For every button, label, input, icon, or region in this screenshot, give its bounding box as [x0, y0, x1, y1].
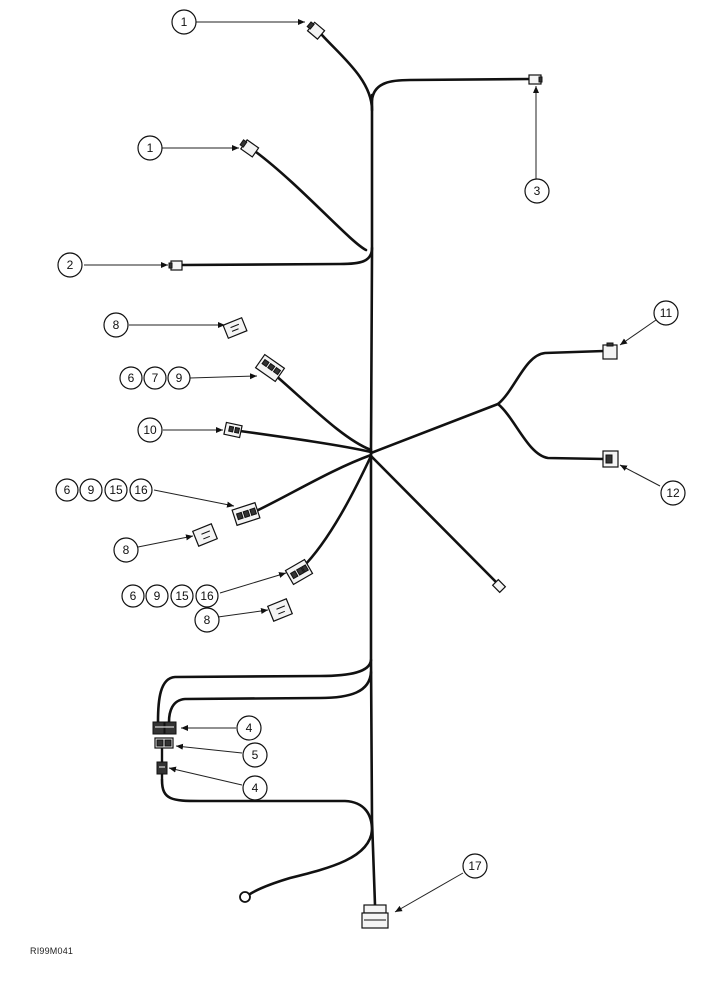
callout-label: 10: [143, 423, 157, 437]
callout-label: 5: [252, 748, 259, 762]
branch-wire-connector-3: [370, 77, 532, 102]
callout-1-second: 1: [137, 135, 163, 161]
branch-wire-second-connector-1: [254, 150, 368, 252]
branch-wire-connector-2: [180, 246, 374, 267]
callout-label: 4: [252, 781, 259, 795]
connector-17: [361, 904, 389, 929]
connector-6-7-9: [254, 353, 286, 383]
callout-label: 15: [175, 589, 189, 603]
connector-5: [154, 737, 174, 762]
connector-10: [223, 421, 243, 439]
callout-6-9-15-16-lower: 6 9 15 16: [121, 584, 219, 608]
callout-6-7-9: 6 7 9: [119, 366, 191, 390]
callout-5: 5: [242, 742, 268, 768]
callout-label: 8: [113, 318, 120, 332]
branch-wire-lower-right-connector: [369, 454, 498, 584]
callout-label: 12: [666, 486, 680, 500]
branch-wire-connector-10: [238, 429, 373, 454]
callout-label: 8: [204, 613, 211, 627]
callout-label: 6: [64, 483, 71, 497]
callout-12: 12: [660, 480, 686, 506]
callout-label: 4: [246, 721, 253, 735]
connector-2: [168, 260, 183, 271]
callout-label: 9: [88, 483, 95, 497]
callout-label: 6: [128, 371, 135, 385]
connector-11: [602, 342, 618, 360]
connector-6-9-15-16-upper: [231, 501, 261, 527]
connector-8-bottom: [266, 598, 294, 622]
connector-4-lower: [156, 761, 168, 780]
callout-label: 1: [147, 141, 154, 155]
branch-wire-connector-679: [272, 372, 373, 452]
connector-12: [602, 450, 619, 468]
callout-6-9-15-16-upper: 6 9 15 16: [55, 478, 153, 502]
harness-wires: [156, 33, 606, 907]
callout-8-top: 8: [103, 312, 129, 338]
figure-code: RI99M041: [30, 946, 74, 956]
connector-1-top: [306, 21, 326, 40]
connector-8-top: [222, 316, 248, 340]
connector-1-second: [239, 139, 260, 158]
callout-2: 2: [57, 252, 83, 278]
callout-17: 17: [462, 853, 488, 879]
branch-wire-connector-691516-upper: [250, 453, 373, 515]
callout-4-lower: 4: [242, 775, 268, 801]
callout-10: 10: [137, 417, 163, 443]
callout-label: 6: [130, 589, 137, 603]
callout-label: 9: [154, 589, 161, 603]
callout-8-middle: 8: [113, 537, 139, 563]
connector-6-9-15-16-lower: [284, 558, 314, 586]
callout-label: 8: [123, 543, 130, 557]
callout-label: 15: [109, 483, 123, 497]
callout-11: 11: [653, 300, 679, 326]
callout-label: 3: [534, 184, 541, 198]
callout-label: 2: [67, 258, 74, 272]
connector-lower-right: [491, 578, 507, 594]
main-trunk-wire: [369, 93, 377, 907]
callout-label: 16: [134, 483, 148, 497]
branch-wire-connectors-11-12: [369, 349, 606, 455]
connector-8-middle: [191, 523, 219, 547]
callout-leaders: [84, 19, 661, 913]
branch-wire-left-loop-inner: [167, 670, 373, 724]
callout-label: 16: [200, 589, 214, 603]
connector-4-upper: [152, 721, 177, 735]
callout-1-top: 1: [171, 9, 197, 35]
callout-label: 11: [660, 306, 673, 320]
callout-3: 3: [524, 178, 550, 204]
callout-label: 9: [176, 371, 183, 385]
branch-wire-left-loop-outer: [156, 658, 373, 724]
callout-label: 1: [181, 15, 188, 29]
branch-wire-lower-loop: [160, 778, 374, 832]
branch-wire-connector-691516-lower: [300, 454, 373, 570]
callout-4-upper: 4: [236, 715, 262, 741]
branch-wire-ring-terminal: [248, 828, 374, 896]
branch-wire-top-connector-1: [320, 33, 374, 112]
connector-3: [528, 74, 543, 85]
ring-terminal: [239, 891, 251, 903]
callout-label: 7: [152, 371, 159, 385]
branch-wire-connector-12: [496, 402, 606, 461]
harness-connectors: [152, 21, 619, 929]
callout-8-bottom: 8: [194, 607, 220, 633]
callout-label: 17: [468, 859, 482, 873]
